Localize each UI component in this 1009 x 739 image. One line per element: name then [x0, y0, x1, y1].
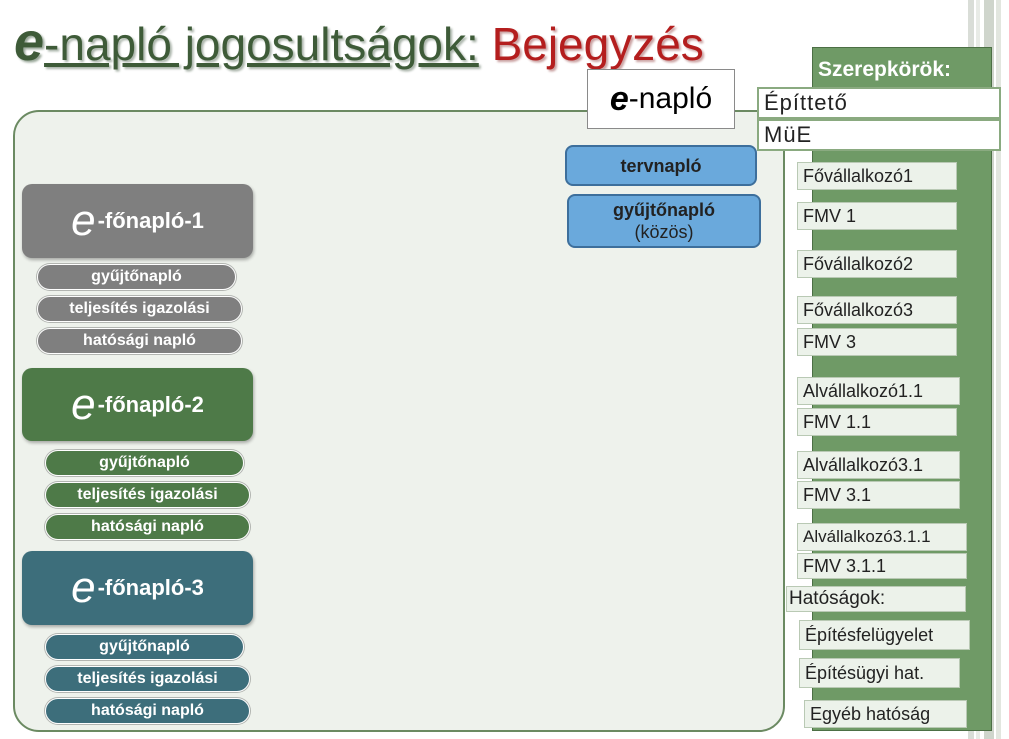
authorities-title: Hatóságok:	[786, 586, 966, 612]
role-alvallalkozo-3-1-1[interactable]: Alvállalkozó3.1.1	[797, 523, 967, 551]
fonaplo-3-sub-1[interactable]: gyűjtőnapló	[45, 634, 244, 660]
enaplo-rest: -napló	[628, 82, 713, 115]
tervnaplo-label: tervnapló	[620, 155, 702, 176]
fonaplo-2-label: -főnapló-2	[97, 391, 204, 417]
role-fovallalkozo-2[interactable]: Fővállalkozó2	[797, 250, 957, 278]
enaplo-label-box: e-napló	[587, 69, 735, 129]
fonaplo-1-box[interactable]: e-főnapló-1	[22, 184, 253, 258]
role-fovallalkozo-3[interactable]: Fővállalkozó3	[797, 296, 957, 324]
role-fmv-1[interactable]: FMV 1	[797, 202, 957, 230]
page-title: e-napló jogosultságok: Bejegyzés	[14, 12, 704, 74]
tervnaplo-box[interactable]: tervnapló	[565, 145, 757, 186]
role-fmv-3[interactable]: FMV 3	[797, 328, 957, 356]
fonaplo-3-label: -főnapló-3	[97, 575, 204, 600]
gyujtonaplo-shared-title: gyűjtőnapló	[613, 200, 715, 220]
role-mue[interactable]: MüE	[757, 119, 1001, 151]
fonaplo-1-sub-1[interactable]: gyűjtőnapló	[37, 264, 236, 290]
fonaplo-2-sub-2[interactable]: teljesítés igazolási	[45, 482, 250, 508]
authority-epitesfelugyelet[interactable]: Építésfelügyelet	[799, 620, 970, 650]
fonaplo-3-sub-2[interactable]: teljesítés igazolási	[45, 666, 250, 692]
fonaplo-1-sub-3[interactable]: hatósági napló	[37, 328, 242, 354]
role-fmv-3-1[interactable]: FMV 3.1	[797, 481, 960, 509]
fonaplo-3-sub-3[interactable]: hatósági napló	[45, 698, 250, 724]
fonaplo-2-sub-1[interactable]: gyűjtőnapló	[45, 450, 244, 476]
fonaplo-2-box[interactable]: e-főnapló-2	[22, 368, 253, 441]
fonaplo-3-e: e	[71, 563, 96, 612]
fonaplo-1-e: e	[71, 196, 96, 245]
fonaplo-3-box[interactable]: e-főnapló-3	[22, 551, 253, 625]
title-main: -napló jogosultságok:	[44, 18, 479, 70]
fonaplo-1-label: -főnapló-1	[97, 208, 204, 233]
enaplo-e: e	[609, 79, 629, 118]
gyujtonaplo-shared-sub: (közös)	[634, 222, 694, 242]
title-e: e	[14, 12, 45, 72]
role-fmv-3-1-1[interactable]: FMV 3.1.1	[797, 553, 967, 579]
role-fmv-1-1[interactable]: FMV 1.1	[797, 408, 957, 436]
fonaplo-2-sub-3[interactable]: hatósági napló	[45, 514, 250, 540]
gyujtonaplo-shared-box[interactable]: gyűjtőnapló (közös)	[567, 194, 761, 248]
roles-title: Szerepkörök:	[818, 58, 952, 81]
fonaplo-2-e: e	[71, 379, 96, 429]
fonaplo-1-sub-2[interactable]: teljesítés igazolási	[37, 296, 242, 322]
role-alvallalkozo-1-1[interactable]: Alvállalkozó1.1	[797, 377, 960, 405]
authority-epitesugyi-hat[interactable]: Építésügyi hat.	[799, 658, 960, 688]
role-alvallalkozo-3-1[interactable]: Alvállalkozó3.1	[797, 451, 960, 479]
title-highlight: Bejegyzés	[491, 18, 704, 70]
authority-egyeb-hatosag[interactable]: Egyéb hatóság	[804, 700, 967, 728]
role-epitteto[interactable]: Építtető	[757, 87, 1001, 119]
role-fovallalkozo-1[interactable]: Fővállalkozó1	[797, 162, 957, 190]
decor-stripe	[996, 0, 1001, 739]
